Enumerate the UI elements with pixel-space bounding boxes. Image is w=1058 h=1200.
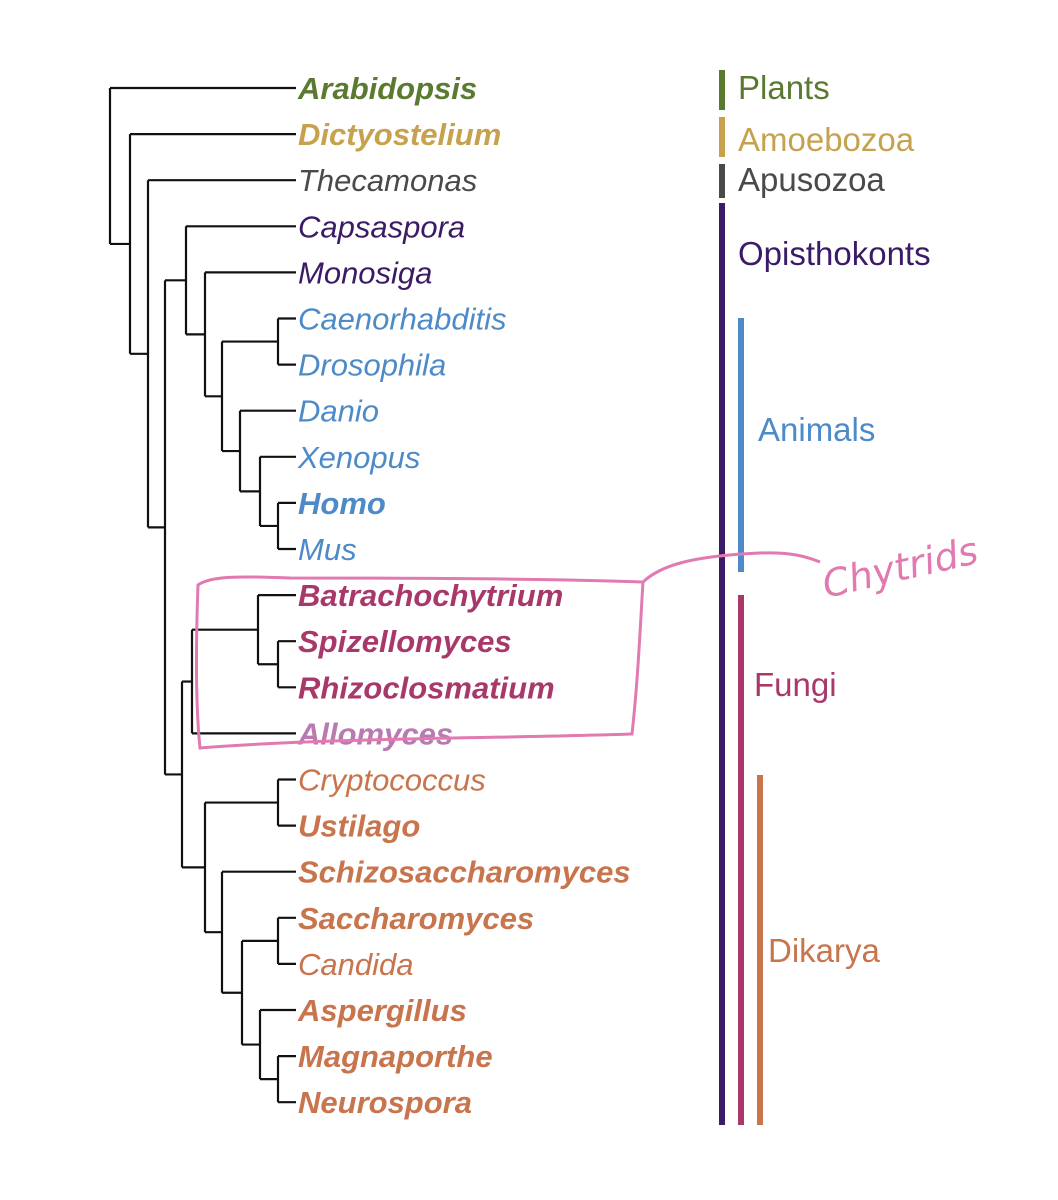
taxon-thecamonas: Thecamonas xyxy=(298,163,477,198)
clade-bars: PlantsAmoebozoaApusozoaOpisthokontsAnima… xyxy=(719,69,931,1125)
taxon-aspergillus: Aspergillus xyxy=(297,993,467,1028)
taxon-mus: Mus xyxy=(298,532,357,567)
taxon-drosophila: Drosophila xyxy=(298,348,446,383)
taxon-allomyces: Allomyces xyxy=(297,716,453,751)
taxon-neurospora: Neurospora xyxy=(298,1085,472,1120)
chytrids-annotation: Chytrids xyxy=(818,528,982,606)
taxon-danio: Danio xyxy=(298,394,379,429)
chytrids-connector xyxy=(641,551,821,584)
taxon-batrachochytrium: Batrachochytrium xyxy=(298,578,563,613)
animals-label: Animals xyxy=(758,411,875,448)
taxon-saccharomyces: Saccharomyces xyxy=(298,901,534,936)
taxon-arabidopsis: Arabidopsis xyxy=(297,71,477,106)
taxon-magnaporthe: Magnaporthe xyxy=(298,1039,493,1074)
taxon-ustilago: Ustilago xyxy=(298,809,420,844)
taxon-labels: ArabidopsisDictyosteliumThecamonasCapsas… xyxy=(297,71,631,1120)
taxon-dictyostelium: Dictyostelium xyxy=(298,117,501,152)
taxon-xenopus: Xenopus xyxy=(297,440,420,475)
dikarya-label: Dikarya xyxy=(768,932,881,969)
apusozoa-label: Apusozoa xyxy=(738,161,885,198)
plants-label: Plants xyxy=(738,69,830,106)
fungi-label: Fungi xyxy=(754,666,837,703)
taxon-capsaspora: Capsaspora xyxy=(298,209,465,244)
taxon-rhizoclosmatium: Rhizoclosmatium xyxy=(298,670,555,705)
taxon-monosiga: Monosiga xyxy=(298,255,432,290)
taxon-schizosaccharomyces: Schizosaccharomyces xyxy=(298,855,631,890)
opisthokonts-label: Opisthokonts xyxy=(738,235,931,272)
taxon-spizellomyces: Spizellomyces xyxy=(298,624,512,659)
amoebozoa-label: Amoebozoa xyxy=(738,121,915,158)
tree-branches xyxy=(108,86,296,1104)
taxon-homo: Homo xyxy=(298,486,386,521)
taxon-candida: Candida xyxy=(298,947,413,982)
taxon-cryptococcus: Cryptococcus xyxy=(298,763,486,798)
taxon-caenorhabditis: Caenorhabditis xyxy=(298,302,507,337)
chytrids-outline xyxy=(194,575,645,750)
